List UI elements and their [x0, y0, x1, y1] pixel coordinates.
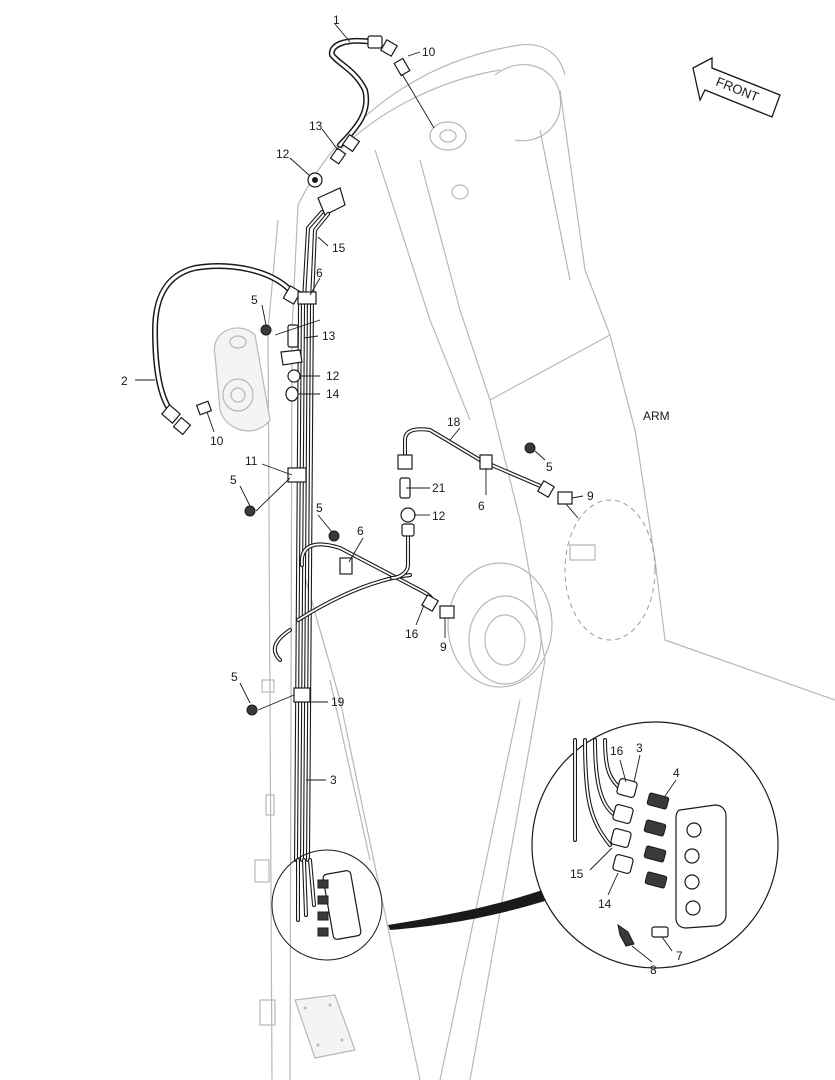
- detail-callout-8: 8: [650, 963, 657, 977]
- detail-callout-15: 15: [570, 867, 584, 881]
- callout-13a: 13: [309, 119, 323, 133]
- detail-callout-4: 4: [673, 766, 680, 780]
- callout-numbers: 1 10 13 12 15 6 5 13 12 14 2 10 11 5 5 6…: [121, 13, 683, 977]
- callout-6b: 6: [357, 524, 364, 538]
- callout-9a: 9: [587, 489, 594, 503]
- callout-10a: 10: [422, 45, 436, 59]
- pipe-18: [390, 427, 573, 619]
- callout-12c: 12: [432, 509, 446, 523]
- callout-9b: 9: [440, 640, 447, 654]
- callout-19: 19: [331, 695, 345, 709]
- callout-1: 1: [333, 13, 340, 27]
- detail-pointer: [388, 888, 548, 930]
- callout-6a: 6: [316, 266, 323, 280]
- callout-5c: 5: [316, 501, 323, 515]
- callout-5e: 5: [231, 670, 238, 684]
- callout-14: 14: [326, 387, 340, 401]
- callout-16: 16: [405, 627, 419, 641]
- leader-lines: [135, 23, 677, 963]
- callout-13b: 13: [322, 329, 336, 343]
- callout-12a: 12: [276, 147, 290, 161]
- pipe-15: [302, 172, 346, 302]
- pipe-bundle: [272, 291, 435, 862]
- detail-callout-14: 14: [598, 897, 612, 911]
- callout-21: 21: [432, 481, 446, 495]
- detail-callout-7: 7: [676, 949, 683, 963]
- detail-circle-small: [271, 849, 383, 961]
- callout-12b: 12: [326, 369, 340, 383]
- callout-6c: 6: [478, 499, 485, 513]
- callout-18: 18: [447, 415, 461, 429]
- callout-2: 2: [121, 374, 128, 388]
- front-direction-arrow: FRONT: [692, 56, 781, 118]
- arm-structure: [213, 43, 835, 1080]
- callout-5b: 5: [230, 473, 237, 487]
- detail-callout-3: 3: [636, 741, 643, 755]
- callout-10b: 10: [210, 434, 224, 448]
- callout-5d: 5: [546, 460, 553, 474]
- hose-2: [152, 263, 302, 436]
- callout-5a: 5: [251, 293, 258, 307]
- detail-circle-large: [531, 721, 779, 969]
- callout-3: 3: [330, 773, 337, 787]
- callout-15: 15: [332, 241, 346, 255]
- arm-label: ARM: [643, 409, 670, 423]
- callout-11: 11: [245, 454, 258, 468]
- hose-1: [328, 35, 411, 165]
- detail-callout-16: 16: [610, 744, 624, 758]
- bolts-5: [244, 324, 536, 716]
